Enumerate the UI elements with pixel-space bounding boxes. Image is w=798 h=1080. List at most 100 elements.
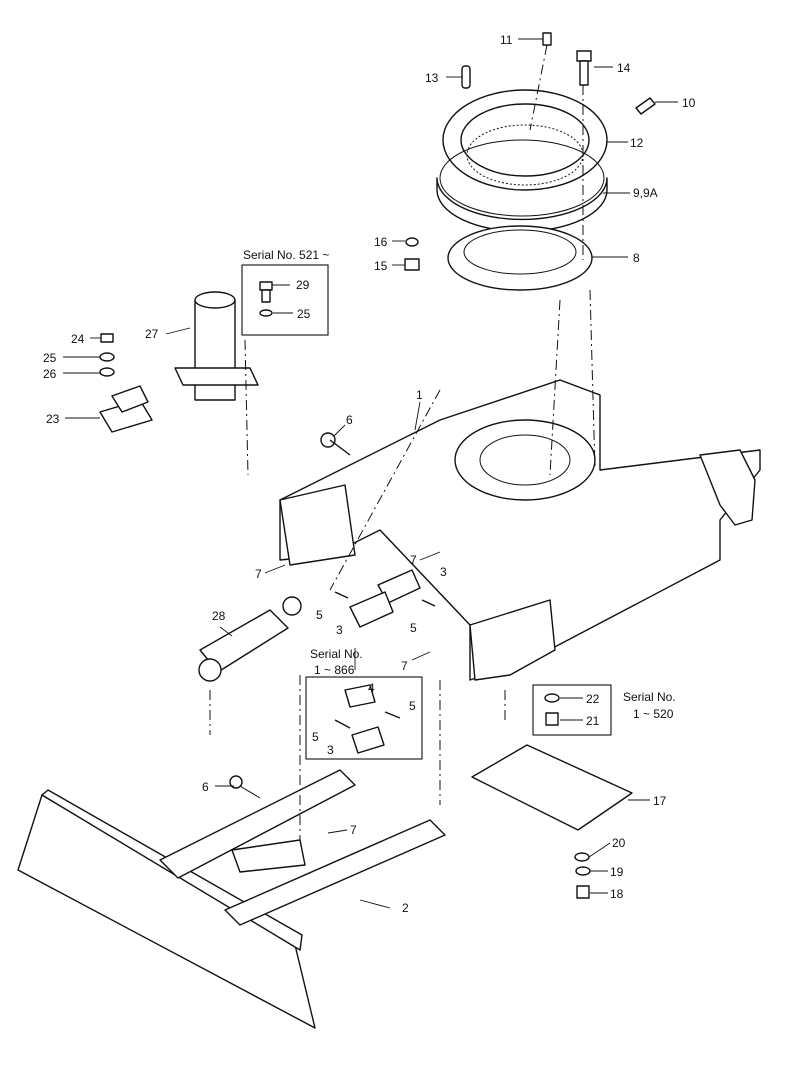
axis-line-11 <box>529 44 548 131</box>
callout-25: 25 <box>43 351 57 365</box>
callout-5d: 5 <box>312 730 319 744</box>
callout-27: 27 <box>145 327 159 341</box>
callout-7c: 7 <box>401 659 408 673</box>
swing-joint-group <box>99 264 329 433</box>
callout-13: 13 <box>425 71 439 85</box>
cylinder-28-base-eye <box>198 658 222 682</box>
bolt-14-head <box>576 50 592 62</box>
serial-note-right-1: Serial No. <box>623 690 676 704</box>
callout-19: 19 <box>610 865 624 879</box>
serial-note-top: Serial No. 521 ~ <box>243 248 329 262</box>
washer-22 <box>544 693 560 703</box>
callout-8: 8 <box>633 251 640 265</box>
bolt-24 <box>100 333 114 343</box>
track-frame-body <box>279 379 761 681</box>
serial-box-mid <box>305 676 423 760</box>
callout-20: 20 <box>612 836 626 850</box>
pin-6-blade-shank <box>239 785 261 799</box>
set-screw-11 <box>542 32 552 46</box>
frame-right-track <box>469 599 556 681</box>
callout-6: 6 <box>346 413 353 427</box>
serial-note-mid-1: Serial No. <box>310 647 363 661</box>
serial-box-right <box>532 684 612 736</box>
fitting-5-box-b <box>384 711 401 719</box>
callout-5c: 5 <box>409 699 416 713</box>
bolt-21 <box>545 712 559 726</box>
leader-1 <box>414 401 421 431</box>
assembly-lines <box>209 44 596 840</box>
callout-25-box: 25 <box>297 307 311 321</box>
callout-9: 9,9A <box>633 186 658 200</box>
leader-lines <box>63 38 678 909</box>
callout-11: 11 <box>500 33 513 47</box>
washer-20 <box>574 852 590 862</box>
callout-23: 23 <box>46 412 60 426</box>
dozer-blade-group <box>17 769 446 1029</box>
pin-6-head <box>320 432 336 448</box>
callout-17: 17 <box>653 794 667 808</box>
bolt-29-shank <box>261 289 271 303</box>
pin-6-blade-head <box>229 775 243 789</box>
grease-fitting-5a <box>334 591 349 599</box>
washer-16 <box>405 237 419 247</box>
frame-turntable-inner <box>479 434 571 486</box>
callout-28: 28 <box>212 609 226 623</box>
pin-3-lower <box>349 591 394 628</box>
callout-3b: 3 <box>336 623 343 637</box>
serial-note-right-2: 1 ~ 520 <box>633 707 674 721</box>
fitting-5-box-a <box>334 719 351 729</box>
frame-pivot-end <box>699 449 756 526</box>
swivel-joint-flange <box>174 367 259 386</box>
cover-plate-group <box>471 744 633 899</box>
swing-bearing-body <box>436 177 608 233</box>
callout-6b: 6 <box>202 780 209 794</box>
callout-3a: 3 <box>440 565 447 579</box>
washer-25 <box>99 352 115 362</box>
callout-7d: 7 <box>350 823 357 837</box>
frame-turntable <box>454 419 596 501</box>
bracket-23-top <box>111 385 149 413</box>
washer-19 <box>575 866 591 876</box>
cylinder-28-rod-eye <box>282 596 302 616</box>
bolt-18 <box>576 885 590 899</box>
cover-plate-17 <box>471 744 633 831</box>
leader-7d <box>327 829 348 834</box>
callout-5a: 5 <box>316 608 323 622</box>
swing-bearing-group <box>404 32 656 291</box>
leader-20 <box>588 842 611 858</box>
leader-7a <box>264 564 286 574</box>
washer-25-box <box>259 309 273 317</box>
callout-1: 1 <box>416 388 423 402</box>
callout-4: 4 <box>368 681 375 695</box>
leader-7c <box>411 651 431 661</box>
callout-22: 22 <box>586 692 600 706</box>
callout-12: 12 <box>630 136 644 150</box>
callout-21: 21 <box>586 714 600 728</box>
grease-fitting-10 <box>635 97 656 115</box>
callout-15: 15 <box>374 259 388 273</box>
callout-16: 16 <box>374 235 388 249</box>
grease-fitting-5b <box>421 599 436 607</box>
callout-10: 10 <box>682 96 696 110</box>
pin-4-box <box>344 684 376 708</box>
frame-left-track <box>279 484 356 566</box>
callout-26: 26 <box>43 367 57 381</box>
pins-group <box>198 569 436 682</box>
leader-6 <box>333 424 346 437</box>
axis-line-swivel <box>244 339 249 476</box>
track-frame-group <box>279 379 761 681</box>
axis-line-center <box>549 299 561 476</box>
callout-18: 18 <box>610 887 624 901</box>
bolt-29-head <box>259 281 273 291</box>
washer-26 <box>99 367 115 377</box>
callout-7a: 7 <box>255 567 262 581</box>
seal-ring-inner <box>463 229 577 275</box>
callout-24: 24 <box>71 332 85 346</box>
callout-14: 14 <box>617 61 631 75</box>
seal-ring-outer <box>447 225 593 291</box>
callout-5b: 5 <box>410 621 417 635</box>
callout-29: 29 <box>296 278 310 292</box>
pin-3-box <box>351 726 385 754</box>
pin-6-shank <box>329 439 351 456</box>
axis-line-pin3 <box>329 389 441 591</box>
